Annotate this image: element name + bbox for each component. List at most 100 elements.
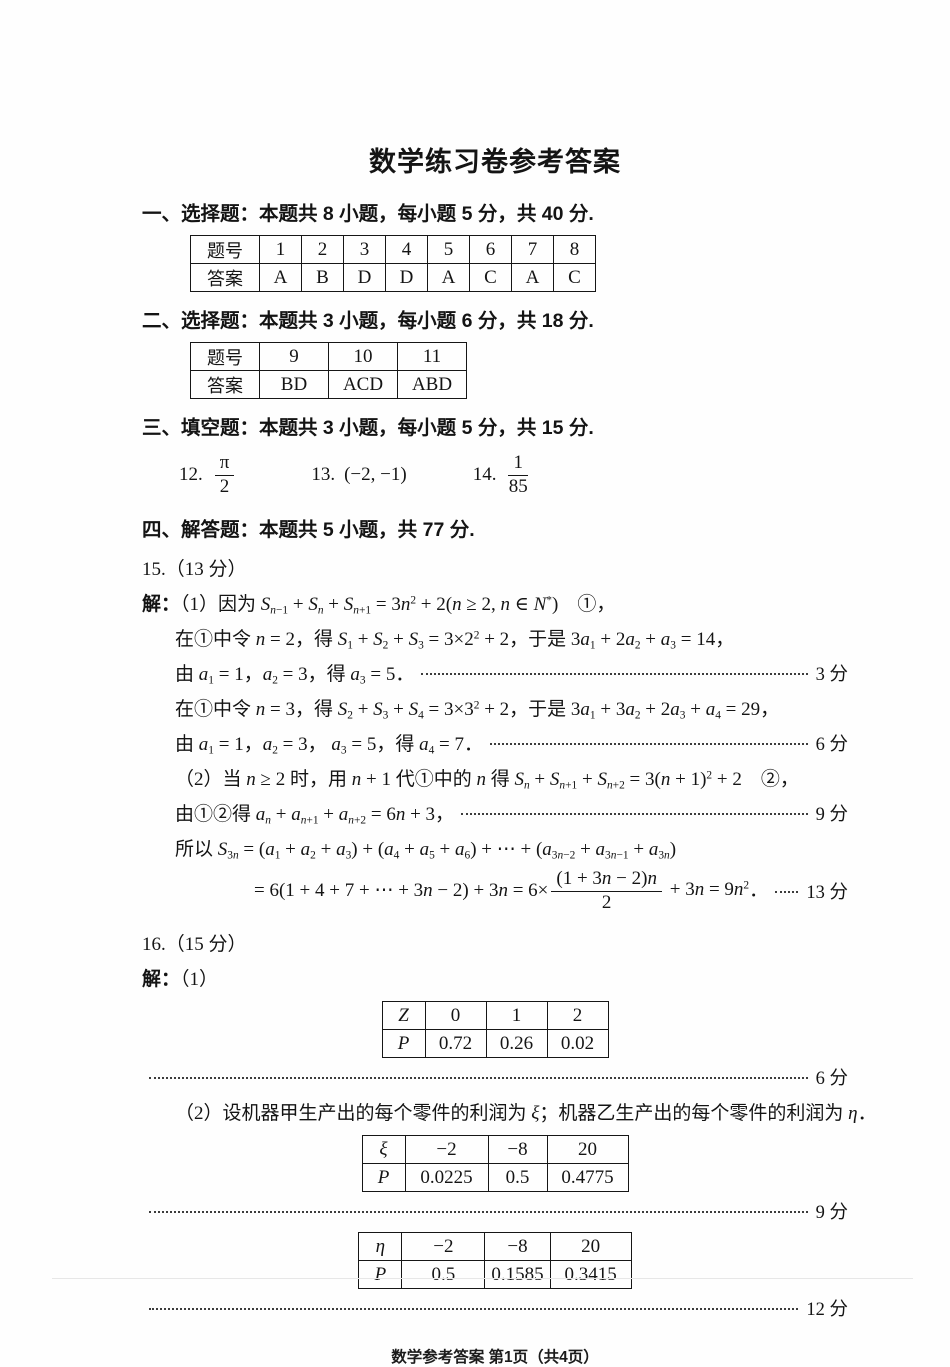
score-label: 3 分 xyxy=(815,664,848,685)
dotted-leader xyxy=(149,1211,808,1213)
table-row: P 0.5 0.1585 0.3415 xyxy=(358,1260,632,1289)
dotted-leader xyxy=(775,891,799,893)
row-header-cell: 答案 xyxy=(190,263,260,292)
probability-cell: 0.5 xyxy=(401,1260,486,1289)
table-row: 答案 BD ACD ABD xyxy=(190,370,467,399)
distribution-table-eta: η −2 −8 20 P 0.5 0.1585 0.3415 xyxy=(358,1232,632,1289)
dotted-leader xyxy=(149,1077,808,1079)
solution-line: 解：（1）因为 Sn−1 + Sn + Sn+1 = 3n2 + 2(n ≥ 2… xyxy=(142,594,616,617)
fraction-numerator: 1 xyxy=(508,452,528,476)
dotted-leader xyxy=(461,812,808,815)
solution-line: 由①②得 an + an+1 + an+2 = 6n + 3， 9 分 xyxy=(142,795,848,830)
solution-line: 在①中令 n = 3，得 S2 + S3 + S4 = 3×32 + 2，于是 … xyxy=(175,699,780,722)
question-label: 12. xyxy=(179,464,203,485)
distribution-table-wrapper: Z 0 1 2 P 0.72 0.26 0.02 xyxy=(142,1001,848,1058)
dotted-leader xyxy=(490,742,808,745)
fill-in-answer-12: 12. π 2 xyxy=(179,452,237,498)
problem15-header: 15.（13 分） xyxy=(142,559,247,580)
solution-line: 由 a1 = 1，a2 = 3， a3 = 5，得 a4 = 7． 6 分 xyxy=(142,725,848,760)
question-number-cell: 9 xyxy=(259,342,329,371)
question-number-cell: 7 xyxy=(511,235,554,264)
value-cell: 2 xyxy=(546,1001,609,1030)
value-cell: −8 xyxy=(487,1135,548,1164)
value-cell: 20 xyxy=(546,1135,629,1164)
answer-cell: A xyxy=(511,263,554,292)
distribution-table-wrapper: ξ −2 −8 20 P 0.0225 0.5 0.4775 xyxy=(142,1135,848,1192)
table-row: 答案 A B D D A C A C xyxy=(190,263,596,292)
fill-in-answer-14: 14. 1 85 xyxy=(472,452,531,498)
probability-cell: 0.72 xyxy=(424,1029,487,1058)
solution-line: 在①中令 n = 2，得 S1 + S2 + S3 = 3×22 + 2，于是 … xyxy=(175,629,735,652)
variable-cell: P xyxy=(381,1029,426,1058)
answer-cell: A xyxy=(259,263,302,292)
question-number-cell: 3 xyxy=(343,235,386,264)
table-row: 题号 9 10 11 xyxy=(190,342,467,371)
fraction: 1 85 xyxy=(508,452,528,498)
score-label: 9 分 xyxy=(815,804,848,825)
section4-heading: 四、解答题：本题共 5 小题，共 77 分. xyxy=(142,519,475,541)
value-cell: −2 xyxy=(401,1232,486,1261)
question-number-cell: 6 xyxy=(469,235,512,264)
score-label: 13 分 xyxy=(806,883,848,903)
solution-line: 所以 S3n = (a1 + a2 + a3) + (a4 + a5 + a6)… xyxy=(175,839,677,862)
question-number-cell: 10 xyxy=(328,342,398,371)
distribution-table-z: Z 0 1 2 P 0.72 0.26 0.02 xyxy=(381,1001,609,1058)
question-number-cell: 4 xyxy=(385,235,428,264)
variable-cell: Z xyxy=(381,1001,426,1030)
table-row: ξ −2 −8 20 xyxy=(361,1135,629,1164)
probability-cell: 0.26 xyxy=(485,1029,548,1058)
value-cell: 20 xyxy=(549,1232,632,1261)
section3-heading: 三、填空题：本题共 3 小题，每小题 5 分，共 15 分. xyxy=(142,417,594,439)
row-header-cell: 题号 xyxy=(190,342,260,371)
question-number-cell: 1 xyxy=(259,235,302,264)
fraction-denominator: 2 xyxy=(219,475,230,497)
table-row: P 0.72 0.26 0.02 xyxy=(381,1029,609,1058)
question-number-cell: 8 xyxy=(553,235,596,264)
variable-cell: P xyxy=(361,1163,406,1192)
probability-cell: 0.02 xyxy=(546,1029,609,1058)
page-divider xyxy=(52,1278,913,1279)
page-footer: 数学参考答案 第1页（共4页） xyxy=(391,1349,599,1366)
table-row: Z 0 1 2 xyxy=(381,1001,609,1030)
answer-cell: B xyxy=(301,263,344,292)
score-row: 9 分 xyxy=(142,1196,848,1226)
distribution-table-wrapper: η −2 −8 20 P 0.5 0.1585 0.3415 xyxy=(142,1232,848,1289)
question-number-cell: 11 xyxy=(397,342,467,371)
score-row: 6 分 xyxy=(142,1062,848,1092)
solution-line: = 6(1 + 4 + 7 + ⋯ + 3n − 2) + 3n = 6×(1 … xyxy=(254,867,848,913)
fraction-numerator: π xyxy=(214,452,235,476)
fraction-denominator: 85 xyxy=(508,475,528,497)
answer-cell: D xyxy=(385,263,428,292)
table-row: 题号 1 2 3 4 5 6 7 8 xyxy=(190,235,596,264)
solution-line: 由 a1 = 1，a2 = 3，得 a3 = 5． 3 分 xyxy=(142,655,848,690)
score-label: 6 分 xyxy=(815,734,848,755)
probability-cell: 0.3415 xyxy=(549,1260,632,1289)
value-cell: 0 xyxy=(424,1001,487,1030)
fill-in-answer-13: 13. (−2, −1) xyxy=(311,464,406,486)
row-header-cell: 题号 xyxy=(190,235,260,264)
row-header-cell: 答案 xyxy=(190,370,260,399)
mc-answer-table-1: 题号 1 2 3 4 5 6 7 8 答案 A B D D A C A C xyxy=(190,235,596,292)
answer-cell: D xyxy=(343,263,386,292)
probability-cell: 0.4775 xyxy=(546,1163,629,1192)
score-label: 9 分 xyxy=(815,1203,848,1223)
table-row: P 0.0225 0.5 0.4775 xyxy=(361,1163,629,1192)
answer-sheet-page: 数学练习卷参考答案 一、选择题：本题共 8 小题，每小题 5 分，共 40 分.… xyxy=(142,140,877,1367)
question-label: 14. xyxy=(472,464,497,485)
distribution-table-xi: ξ −2 −8 20 P 0.0225 0.5 0.4775 xyxy=(361,1135,629,1192)
answer-cell: C xyxy=(553,263,596,292)
answer-cell: ACD xyxy=(328,370,398,399)
solution-line: 解：（1） xyxy=(142,969,219,990)
score-label: 12 分 xyxy=(806,1300,848,1320)
variable-cell: η xyxy=(358,1232,403,1261)
fraction: π 2 xyxy=(214,452,235,498)
solution-line: （2）设机器甲生产出的每个零件的利润为 ξ；机器乙生产出的每个零件的利润为 η． xyxy=(175,1103,877,1124)
problem16-header: 16.（15 分） xyxy=(142,934,247,955)
question-number-cell: 2 xyxy=(301,235,344,264)
section2-heading: 二、选择题：本题共 3 小题，每小题 6 分，共 18 分. xyxy=(142,310,594,332)
answer-value: (−2, −1) xyxy=(344,464,407,485)
answer-cell: C xyxy=(469,263,512,292)
score-label: 6 分 xyxy=(815,1069,848,1089)
value-cell: 1 xyxy=(485,1001,548,1030)
answer-cell: BD xyxy=(259,370,329,399)
